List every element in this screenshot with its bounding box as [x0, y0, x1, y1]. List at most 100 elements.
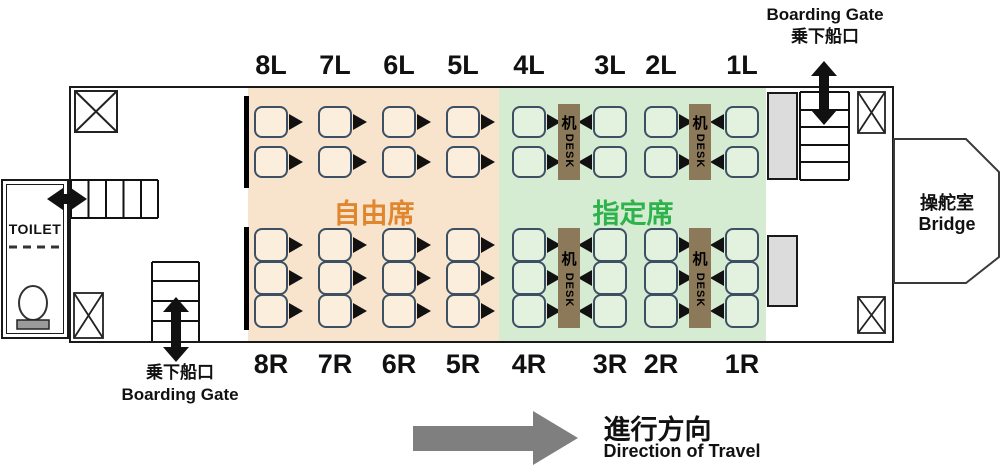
seat-1L-row1[interactable] — [725, 106, 759, 138]
direction-of-travel-en: Direction of Travel — [603, 441, 761, 461]
seat-4R-row2[interactable] — [512, 261, 546, 295]
column-label-6R: 6R — [381, 349, 417, 379]
seat-facing-arrow — [547, 114, 561, 130]
seat-facing-arrow — [289, 154, 303, 170]
seat-6R-row3[interactable] — [382, 294, 416, 328]
seat-5R-row1[interactable] — [446, 228, 480, 262]
seat-8R-row1[interactable] — [254, 228, 288, 262]
seat-8L-row1[interactable] — [254, 106, 288, 138]
seat-facing-arrow — [481, 114, 495, 130]
column-label-3R: 3R — [592, 349, 628, 379]
seat-3R-row1[interactable] — [593, 228, 627, 262]
seat-5L-row2[interactable] — [446, 146, 480, 178]
seat-6R-row2[interactable] — [382, 261, 416, 295]
seat-facing-arrow — [289, 114, 303, 130]
seat-7L-row2[interactable] — [318, 146, 352, 178]
column-label-3L: 3L — [594, 50, 626, 80]
boarding-gate-bottom-label: 乗下船口 Boarding Gate — [95, 362, 265, 406]
seat-4R-row1[interactable] — [512, 228, 546, 262]
seat-facing-arrow — [481, 237, 495, 253]
seat-4R-row3[interactable] — [512, 294, 546, 328]
seat-6L-row2[interactable] — [382, 146, 416, 178]
seat-facing-arrow — [547, 237, 561, 253]
partition-wall-upper — [244, 96, 249, 188]
column-label-5R: 5R — [445, 349, 481, 379]
desk-label-jp: 机 — [692, 115, 708, 132]
bridge-label-en: Bridge — [918, 214, 976, 234]
seat-2L-row1[interactable] — [644, 106, 678, 138]
seat-facing-arrow — [578, 237, 592, 253]
boarding-gate-top-label-en: Boarding Gate — [766, 5, 884, 24]
seat-3R-row3[interactable] — [593, 294, 627, 328]
seat-4L-row2[interactable] — [512, 146, 546, 178]
seat-1R-row3[interactable] — [725, 294, 759, 328]
seat-3L-row1[interactable] — [593, 106, 627, 138]
seat-7R-row3[interactable] — [318, 294, 352, 328]
seat-facing-arrow — [417, 303, 431, 319]
direction-of-travel-jp: 進行方向 — [603, 415, 712, 445]
seat-facing-arrow — [547, 154, 561, 170]
seat-7R-row2[interactable] — [318, 261, 352, 295]
seat-8L-row2[interactable] — [254, 146, 288, 178]
seat-2L-row2[interactable] — [644, 146, 678, 178]
seat-8R-row2[interactable] — [254, 261, 288, 295]
boarding-gate-bottom-label-jp: 乗下船口 — [146, 363, 214, 382]
seat-facing-arrow — [353, 270, 367, 286]
seat-facing-arrow — [578, 303, 592, 319]
seat-facing-arrow — [547, 270, 561, 286]
seat-7R-row1[interactable] — [318, 228, 352, 262]
desk-label-jp: 机 — [561, 115, 577, 132]
seat-4L-row1[interactable] — [512, 106, 546, 138]
seat-7L-row1[interactable] — [318, 106, 352, 138]
desk-label-jp: 机 — [692, 251, 708, 268]
boarding-platform-lower — [767, 235, 798, 307]
seat-facing-arrow — [417, 154, 431, 170]
bridge-label-jp: 操舵室 — [920, 193, 974, 213]
seat-facing-arrow — [710, 237, 724, 253]
seat-facing-arrow — [289, 270, 303, 286]
toilet-label: TOILET — [8, 221, 62, 237]
seat-5R-row2[interactable] — [446, 261, 480, 295]
seat-5R-row3[interactable] — [446, 294, 480, 328]
seat-1R-row2[interactable] — [725, 261, 759, 295]
column-label-2R: 2R — [643, 349, 679, 379]
desk-label-en: DESK — [563, 272, 575, 308]
column-label-7R: 7R — [317, 349, 353, 379]
reserved-seating-label: 指定席 — [592, 199, 674, 229]
desk-label-en: DESK — [563, 133, 575, 169]
boarding-gate-top-label: Boarding Gate 乗下船口 — [740, 4, 910, 48]
seat-1L-row2[interactable] — [725, 146, 759, 178]
boarding-platform-upper — [767, 92, 798, 180]
column-label-4R: 4R — [511, 349, 547, 379]
seat-facing-arrow — [353, 154, 367, 170]
column-label-5L: 5L — [447, 50, 479, 80]
partition-wall-lower — [244, 227, 249, 330]
seat-facing-arrow — [289, 303, 303, 319]
column-label-7L: 7L — [319, 50, 351, 80]
seat-6R-row1[interactable] — [382, 228, 416, 262]
seat-facing-arrow — [481, 154, 495, 170]
seat-facing-arrow — [578, 114, 592, 130]
seat-3R-row2[interactable] — [593, 261, 627, 295]
seat-5L-row1[interactable] — [446, 106, 480, 138]
seat-facing-arrow — [481, 270, 495, 286]
seat-3L-row2[interactable] — [593, 146, 627, 178]
seat-facing-arrow — [547, 303, 561, 319]
seat-8R-row3[interactable] — [254, 294, 288, 328]
seat-facing-arrow — [710, 270, 724, 286]
seat-facing-arrow — [289, 237, 303, 253]
seat-1R-row1[interactable] — [725, 228, 759, 262]
free-seating-label: 自由席 — [333, 199, 415, 229]
direction-arrow-head-icon — [533, 411, 578, 465]
seat-2R-row3[interactable] — [644, 294, 678, 328]
seat-facing-arrow — [710, 303, 724, 319]
seat-2R-row2[interactable] — [644, 261, 678, 295]
seat-6L-row1[interactable] — [382, 106, 416, 138]
column-label-4L: 4L — [513, 50, 545, 80]
column-label-1R: 1R — [724, 349, 760, 379]
seat-2R-row1[interactable] — [644, 228, 678, 262]
